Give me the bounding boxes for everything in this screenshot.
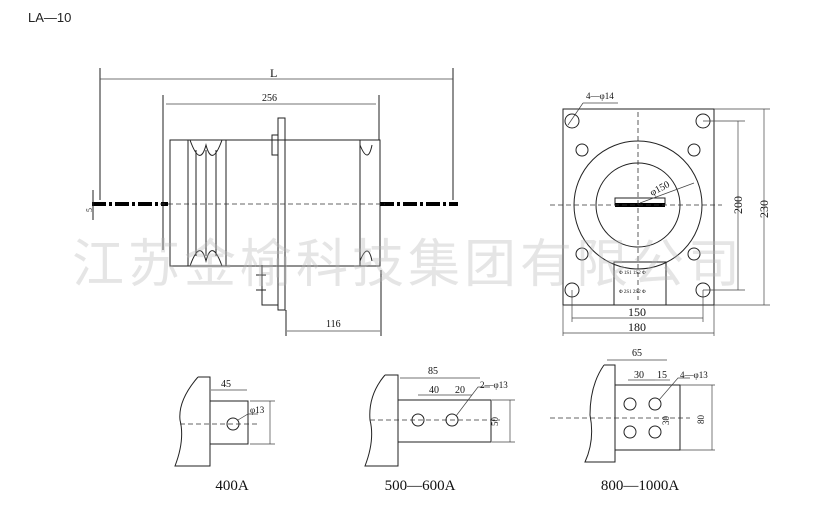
dim-30: 30 xyxy=(634,370,644,381)
detail-label: 400A xyxy=(215,478,249,494)
detail-label: 500—600A xyxy=(385,478,456,494)
detail-400A: 45 φ13 400A xyxy=(174,376,275,494)
side-view: L 256 5 116 xyxy=(85,66,458,336)
dim-15: 15 xyxy=(657,370,667,381)
dim-L: L xyxy=(270,66,277,80)
dim-5: 5 xyxy=(85,208,94,212)
terminal-label-2: Φ 2S1 2S2 Φ xyxy=(619,290,646,295)
dim-45: 45 xyxy=(221,379,231,390)
dim-20: 20 xyxy=(455,385,465,396)
dim-30-vertical: 30 xyxy=(661,416,671,426)
mounting-holes-label: 4—φ14 xyxy=(586,91,614,101)
dim-180: 180 xyxy=(628,320,646,334)
detail-label: 800—1000A xyxy=(601,478,680,494)
hole-count-diameter: 4—φ13 xyxy=(680,370,708,380)
dim-150: 150 xyxy=(628,305,646,319)
dim-85: 85 xyxy=(428,366,438,377)
dim-116: 116 xyxy=(326,319,341,330)
detail-500-600A: 85 40 20 2—φ13 50 500—600A xyxy=(364,366,515,494)
dim-40: 40 xyxy=(429,385,439,396)
dim-230: 230 xyxy=(757,200,771,218)
terminal-label-1: Φ 1S1 1S2 Φ xyxy=(619,271,646,276)
dim-200: 200 xyxy=(731,196,745,214)
detail-800-1000A: 65 30 15 4—φ13 30 80 800—1000A xyxy=(550,348,715,494)
dim-65: 65 xyxy=(632,348,642,359)
front-view: φ150 4—φ14 Φ 1S1 1S2 Φ Φ 2S1 2S2 Φ 200 2… xyxy=(550,91,771,336)
hole-count-diameter: 2—φ13 xyxy=(480,380,508,390)
model-title: LA—10 xyxy=(28,10,72,25)
dim-50: 50 xyxy=(490,417,500,427)
dim-80: 80 xyxy=(696,415,706,425)
dim-256: 256 xyxy=(262,93,277,104)
hole-diameter: φ13 xyxy=(250,405,265,415)
